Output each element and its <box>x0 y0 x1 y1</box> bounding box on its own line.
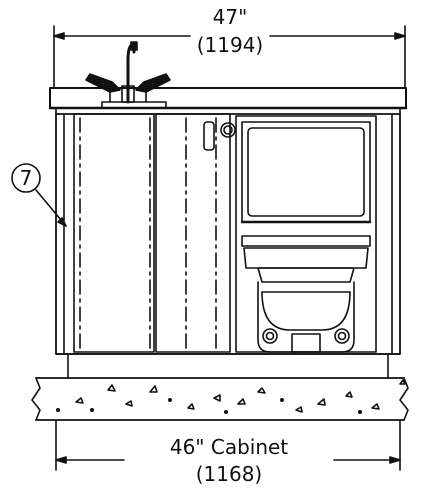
break-line-right <box>399 377 409 421</box>
bottom-arrow-left <box>55 456 67 464</box>
knob-inner <box>223 125 233 135</box>
cabinet-door-right <box>155 113 231 353</box>
speck-2 <box>168 397 173 402</box>
aggregate-11 <box>345 391 353 398</box>
bottom-dimension-imperial: 46" Cabinet <box>170 435 288 459</box>
bottom-arrow-right <box>389 456 401 464</box>
appliance-lip <box>241 235 371 247</box>
bolt-right-outer <box>334 328 350 344</box>
knob-plate <box>203 121 215 151</box>
door-knob <box>203 121 236 151</box>
appliance-tray <box>243 247 369 269</box>
aggregate-9 <box>295 406 303 413</box>
faucet-handle-right <box>135 73 171 93</box>
bolt-right-inner <box>337 331 347 341</box>
aggregate-8 <box>257 387 266 394</box>
speck-4 <box>279 397 284 402</box>
aggregate-3 <box>125 400 133 407</box>
cabinet-door-left <box>73 113 155 353</box>
aggregate-13 <box>399 379 406 385</box>
bolt-left-outer <box>262 328 278 344</box>
speck-6 <box>55 407 60 412</box>
top-arrow-right <box>394 32 406 40</box>
knob-outer <box>220 122 236 138</box>
speck-5 <box>357 409 362 414</box>
aggregate-2 <box>107 384 116 392</box>
callout-arrowhead <box>57 217 67 227</box>
callout-number: 7 <box>20 166 33 190</box>
appliance-unit <box>235 115 377 353</box>
callout-circle <box>11 163 41 193</box>
speck-1 <box>90 407 95 412</box>
speck-3 <box>224 409 229 414</box>
floor-slab <box>31 377 409 421</box>
appliance-drain-box <box>291 333 321 353</box>
cabinet-body <box>55 113 401 379</box>
bottom-dimension-metric: (1168) <box>196 462 263 486</box>
aggregate-1 <box>75 397 84 404</box>
bolt-left-inner <box>265 331 275 341</box>
aggregate-12 <box>371 403 380 410</box>
top-dimension <box>53 25 406 89</box>
break-line-left <box>31 377 41 421</box>
top-arrow-left <box>53 32 65 40</box>
faucet-spout-tip <box>130 41 138 51</box>
faucet <box>85 41 171 109</box>
top-dimension-imperial: 47" <box>213 5 248 29</box>
bowl-cavity <box>261 291 351 331</box>
hidden-lines <box>79 117 217 351</box>
top-dimension-metric: (1194) <box>197 33 264 57</box>
bottom-dimension <box>55 419 401 471</box>
aggregate-10 <box>317 398 326 406</box>
appliance-tray-bottom <box>257 267 355 283</box>
aggregate-4 <box>149 385 158 393</box>
aggregate-7 <box>237 398 246 405</box>
appliance-window-inner <box>247 127 365 217</box>
faucet-base <box>121 85 135 103</box>
aggregate-6 <box>213 394 221 402</box>
faucet-handle-left <box>85 73 121 93</box>
aggregate-5 <box>187 403 195 410</box>
callout-leader <box>11 163 67 227</box>
